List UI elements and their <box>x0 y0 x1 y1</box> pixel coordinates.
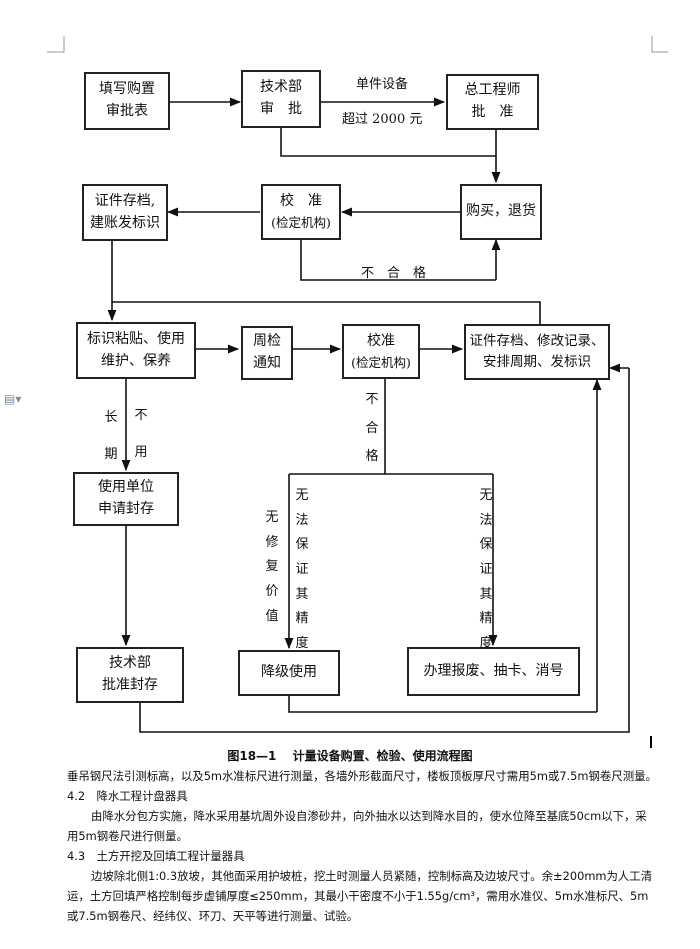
box-text: 技术部 <box>260 79 302 96</box>
box-text: 填写购置 <box>99 81 155 98</box>
scrap-process-box: 办理报废、抽卡、消号 <box>407 647 580 696</box>
label-char: 无 <box>265 510 279 525</box>
label-char: 价 <box>265 584 279 600</box>
box-text: 标识粘贴、使用 <box>87 330 185 347</box>
flowchart-connectors <box>107 97 630 733</box>
label-char: 法 <box>479 512 493 528</box>
label-use-maintain-box: 标识粘贴、使用 维护、保养 <box>76 322 196 379</box>
long-term-label: 长 期 <box>103 406 119 467</box>
label-char: 度 <box>295 636 309 652</box>
label-char: 合 <box>365 420 379 436</box>
label-char: 其 <box>479 586 493 602</box>
label-char: 长 <box>104 410 118 425</box>
box-text: 维护、保养 <box>101 352 171 369</box>
label-char: 精 <box>479 611 493 627</box>
box-text: 校 准 <box>280 193 322 210</box>
single-equipment-label: 单件设备 <box>356 77 409 92</box>
box-text: 技术部 <box>109 655 151 672</box>
label-char: 无 <box>295 488 309 503</box>
periodic-check-notice-box: 周检 通知 <box>241 326 293 380</box>
label-char: 格 <box>365 449 379 465</box>
box-text: 总工程师 <box>464 82 521 99</box>
tech-dept-approve-seal-box: 技术部 批准封存 <box>76 647 184 703</box>
calibration-box-1: 校 准 (检定机构) <box>261 184 341 240</box>
label-char: 精 <box>295 611 309 627</box>
section-heading: 4.3 土方开挖及回填工程计量器具 <box>67 849 245 863</box>
box-text: 证件存档、修改记录、 <box>469 333 605 350</box>
label-char: 用 <box>134 444 148 460</box>
tech-dept-approval-box: 技术部 审 批 <box>241 70 321 128</box>
box-text: 周检 <box>253 333 281 350</box>
box-text: 证件存档, <box>94 192 156 209</box>
box-text: (检定机构) <box>271 215 331 231</box>
text-cursor <box>650 736 652 748</box>
certificate-archive-box: 证件存档, 建账发标识 <box>82 184 168 241</box>
chief-engineer-box: 总工程师 批 准 <box>446 74 539 130</box>
label-char: 无 <box>479 488 493 503</box>
box-text: 批 准 <box>471 104 514 120</box>
box-text: 建账发标识 <box>90 214 160 231</box>
fill-purchase-form-box: 填写购置 审批表 <box>84 72 170 130</box>
over-2000-label: 超过 2000 元 <box>342 112 423 127</box>
label-char: 法 <box>295 512 309 528</box>
box-text: 申请封存 <box>98 501 154 517</box>
box-text: 降级使用 <box>261 664 317 681</box>
purchase-return-box: 购买，退货 <box>460 184 542 240</box>
label-char: 复 <box>265 559 279 575</box>
label-char: 证 <box>479 562 493 578</box>
label-char: 证 <box>295 562 309 578</box>
figure-caption: 图18—1 计量设备购置、检验、使用流程图 <box>0 747 700 764</box>
box-text: 办理报废、抽卡、消号 <box>423 662 564 679</box>
box-text: 批准封存 <box>102 677 158 693</box>
unqualified-label: 不 合 格 <box>361 266 427 281</box>
section-heading: 4.2 降水工程计盘器具 <box>67 789 188 803</box>
box-text: 购买，退货 <box>466 203 536 220</box>
label-char: 修 <box>265 534 279 550</box>
calibration-box-2: 校准 (检定机构) <box>342 324 420 379</box>
label-char: 保 <box>295 537 309 553</box>
box-text: 通知 <box>253 355 281 371</box>
not-used-label: 不 用 <box>133 404 149 465</box>
paragraph: 边坡除北侧1:0.3放坡，其他面采用护坡桩，挖土时测量人员紧随，控制标高及边坡尺… <box>67 869 653 923</box>
downgrade-use-box: 降级使用 <box>238 650 340 696</box>
no-repair-value-label: 无 修 复 价 值 <box>264 506 280 629</box>
label-char: 值 <box>265 608 279 624</box>
page-corner-mark <box>47 36 65 53</box>
paragraph: 垂吊钢尺法引测标高，以及5m水准标尺进行测量，各墙外形截面尺寸，楼板顶板厚尺寸需… <box>67 769 657 783</box>
box-text: 安排周期、发标识 <box>483 354 591 370</box>
figure-number: 图18—1 <box>227 749 277 763</box>
apply-seal-box: 使用单位 申请封存 <box>73 472 179 526</box>
paragraph: 由降水分包方实施，降水采用基坑周外设自渗砂井，向外抽水以达到降水目的，使水位降至… <box>67 809 647 843</box>
page-corner-mark <box>651 36 668 53</box>
no-precision-label-2: 无 法 保 证 其 精 度 <box>478 484 494 657</box>
label-char: 度 <box>479 636 493 652</box>
box-text: 审 批 <box>260 101 302 117</box>
box-text: 审批表 <box>106 103 148 119</box>
box-text: 校准 <box>367 332 395 349</box>
no-precision-label-1: 无 法 保 证 其 精 度 <box>294 484 310 657</box>
box-text: 使用单位 <box>98 479 154 496</box>
document-icon[interactable]: ▤▾ <box>4 392 22 406</box>
label-char: 期 <box>104 446 118 462</box>
label-char: 其 <box>295 586 309 602</box>
unqualified-vertical-label: 不 合 格 <box>364 386 380 472</box>
label-char: 不 <box>365 392 379 407</box>
box-text: (检定机构) <box>351 354 411 370</box>
label-char: 不 <box>134 408 148 423</box>
label-char: 保 <box>479 537 493 553</box>
figure-title: 计量设备购置、检验、使用流程图 <box>292 749 473 763</box>
body-text: 垂吊钢尺法引测标高，以及5m水准标尺进行测量，各墙外形截面尺寸，楼板顶板厚尺寸需… <box>67 766 657 926</box>
archive-modify-record-box: 证件存档、修改记录、 安排周期、发标识 <box>464 324 610 380</box>
